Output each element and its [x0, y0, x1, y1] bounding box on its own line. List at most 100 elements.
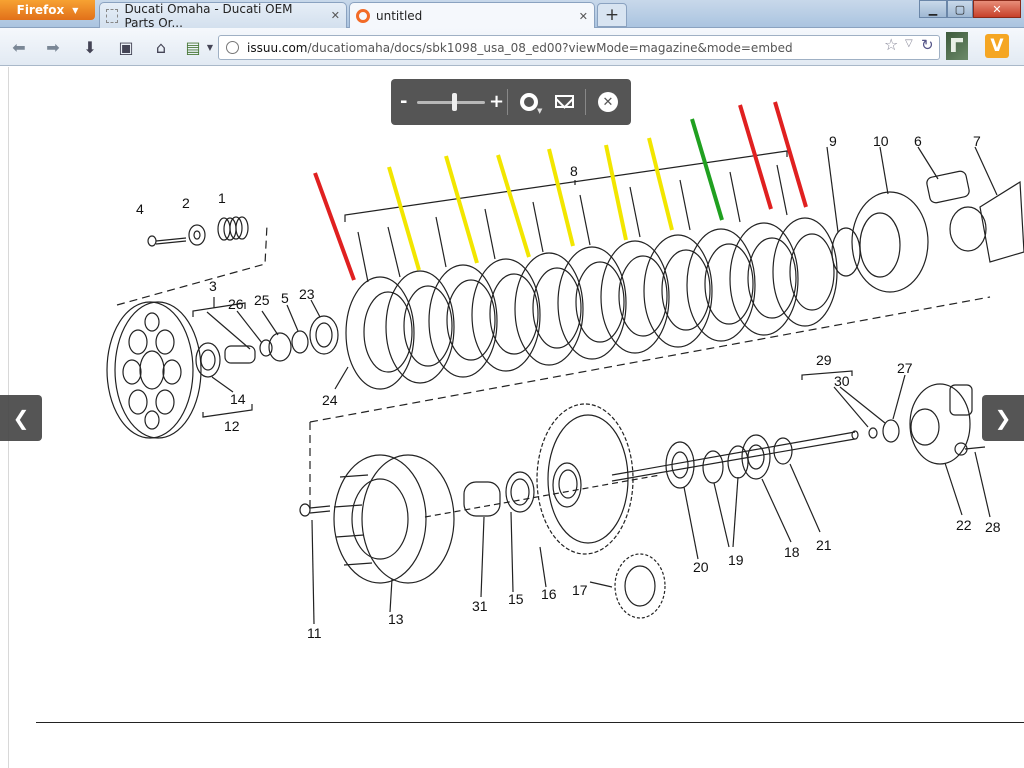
marker-line	[604, 144, 628, 241]
previous-page-button[interactable]: ❮	[0, 395, 42, 441]
part-label: 3	[209, 278, 217, 294]
download-icon[interactable]: ⬇	[83, 37, 97, 57]
toolbar-divider	[507, 89, 508, 115]
image-addon-icon[interactable]: ▤	[185, 37, 201, 57]
back-icon[interactable]: ⬅	[12, 37, 26, 57]
issuu-icon	[356, 9, 370, 23]
part-label: 29	[816, 352, 832, 368]
vimeo-addon-icon[interactable]: V	[985, 34, 1009, 58]
zoom-slider[interactable]	[417, 101, 485, 104]
part-label: 6	[914, 133, 922, 149]
screw-part	[147, 235, 187, 247]
addon-icon[interactable]	[946, 32, 968, 60]
chevron-down-icon[interactable]: ▼	[537, 107, 543, 115]
part-label: 22	[956, 517, 972, 533]
firefox-menu-button[interactable]: Firefox ▼	[0, 0, 95, 20]
url-domain: issuu.com	[247, 40, 308, 55]
part-label: 24	[322, 392, 338, 408]
part-label: 27	[897, 360, 913, 376]
clutch-hub	[851, 191, 929, 293]
forward-icon[interactable]: ➡	[46, 37, 60, 57]
title-bar: Firefox ▼ Ducati Omaha - Ducati OEM Part…	[0, 0, 1024, 30]
maximize-button[interactable]: ▢	[947, 0, 973, 18]
small-gear	[614, 553, 666, 619]
url-path: /ducatiomaha/docs/sbk1098_usa_08_ed00?vi…	[307, 40, 793, 55]
zoom-out-button[interactable]: -	[400, 91, 408, 112]
part-label: 19	[728, 552, 744, 568]
close-window-button[interactable]: ✕	[973, 0, 1021, 18]
toolbar-divider	[585, 89, 586, 115]
zoom-slider-handle[interactable]	[451, 93, 457, 111]
chevron-down-icon[interactable]: ▽	[905, 38, 913, 49]
zoom-in-button[interactable]: +	[489, 91, 505, 112]
part-label: 30	[834, 373, 850, 389]
part-label: 12	[224, 418, 240, 434]
tab-untitled[interactable]: untitled ✕	[349, 2, 595, 29]
minimize-button[interactable]: ▁	[919, 0, 947, 18]
part-label: 10	[873, 133, 889, 149]
share-icon[interactable]	[520, 93, 538, 111]
clutch-plate-stack	[345, 217, 838, 390]
part-label: 28	[985, 519, 1001, 535]
nut-part	[268, 332, 292, 362]
part-label: 23	[299, 286, 315, 302]
tab-title: untitled	[376, 9, 423, 23]
marker-line	[647, 137, 674, 231]
firefox-menu-label: Firefox	[16, 3, 65, 17]
clutch-basket	[333, 454, 455, 584]
bookmarks-icon[interactable]: ▣	[118, 37, 134, 57]
navigation-bar: ⬅ ➡ ⬇ ▣ ⌂ ▤ ▼ issuu.com /ducatiomaha/doc…	[0, 28, 1024, 66]
clutch-exploded-diagram: 1 2 3 4 5 6 7 8 9 10 11 12 13 14 15 16 1…	[106, 101, 1024, 641]
marker-line	[387, 166, 421, 271]
globe-icon	[226, 41, 239, 54]
marker-line	[496, 154, 531, 258]
part-label: 13	[388, 611, 404, 627]
part-label: 5	[281, 290, 289, 306]
star-icon[interactable]: ☆	[884, 35, 899, 54]
part-label: 18	[784, 544, 800, 560]
part-label: 26	[228, 296, 244, 312]
slave-cylinder	[909, 383, 973, 465]
spring-part	[217, 216, 249, 241]
marker-line	[690, 118, 724, 221]
part-label: 1	[218, 190, 226, 206]
url-bar[interactable]: issuu.com /ducatiomaha/docs/sbk1098_usa_…	[218, 35, 940, 60]
bell-part	[979, 180, 1024, 263]
marker-line	[738, 104, 773, 210]
marker-line	[313, 172, 356, 281]
part-label: 16	[541, 586, 557, 602]
part-label: 7	[973, 133, 981, 149]
tab-title: Ducati Omaha - Ducati OEM Parts Or...	[124, 1, 293, 30]
page-divider	[36, 722, 1024, 723]
washer-part	[188, 224, 206, 246]
viewer-toolbar: - + ▼ ✕	[391, 79, 631, 125]
blank-page-icon	[106, 8, 119, 23]
page-content: 1 2 3 4 5 6 7 8 9 10 11 12 13 14 15 16 1…	[0, 67, 1024, 768]
part-label: 17	[572, 582, 588, 598]
part-label: 21	[816, 537, 832, 553]
primary-gear	[536, 403, 634, 555]
home-icon[interactable]: ⌂	[155, 37, 167, 57]
reload-icon[interactable]: ↻	[921, 36, 934, 54]
pressure-plate	[106, 301, 202, 439]
part-label: 31	[472, 598, 488, 614]
marker-line	[547, 148, 575, 247]
part-label: 9	[829, 133, 837, 149]
chevron-down-icon: ▼	[72, 5, 79, 15]
part-label: 4	[136, 201, 144, 217]
new-tab-button[interactable]: +	[597, 3, 627, 27]
part-label: 20	[693, 559, 709, 575]
email-icon[interactable]	[555, 95, 574, 108]
part-label: 15	[508, 591, 524, 607]
part-label: 11	[307, 625, 322, 641]
next-page-button[interactable]: ❯	[982, 395, 1024, 441]
chevron-down-icon[interactable]: ▼	[206, 42, 214, 52]
marker-line	[773, 101, 808, 208]
part-label: 25	[254, 292, 270, 308]
close-tab-icon[interactable]: ✕	[578, 9, 588, 23]
close-viewer-button[interactable]: ✕	[598, 92, 618, 112]
tab-ducati-omaha[interactable]: Ducati Omaha - Ducati OEM Parts Or... ✕	[99, 1, 347, 30]
part-label: 8	[570, 163, 578, 179]
part-label: 14	[230, 391, 246, 407]
close-tab-icon[interactable]: ✕	[330, 9, 340, 22]
